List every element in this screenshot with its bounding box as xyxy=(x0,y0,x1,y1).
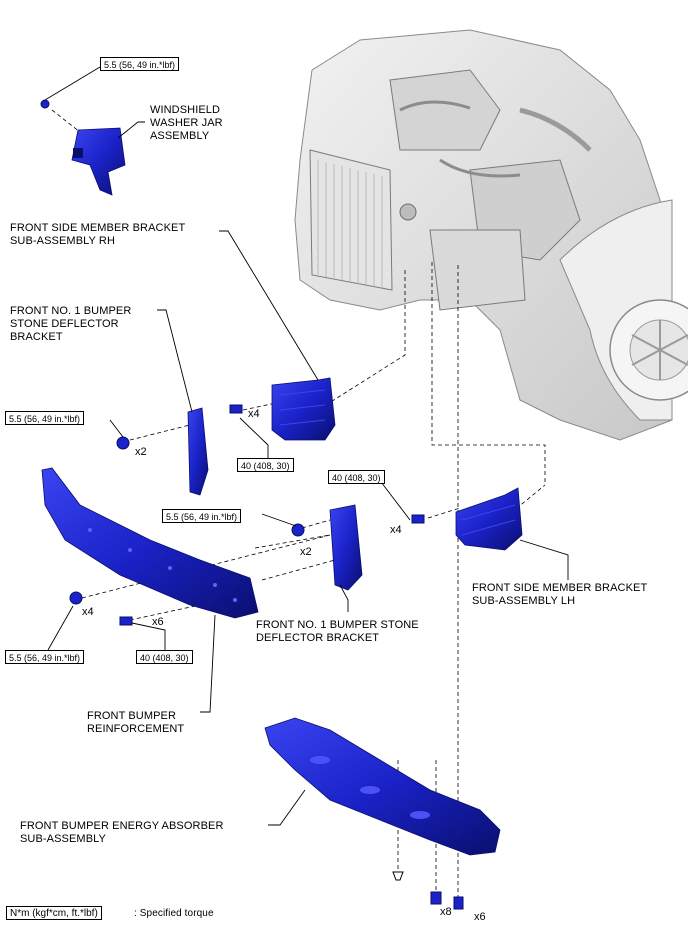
label-line: WASHER JAR xyxy=(150,117,223,129)
label-line: FRONT SIDE MEMBER BRACKET xyxy=(472,582,648,594)
label-washer-jar: WINDSHIELD WASHER JAR ASSEMBLY xyxy=(150,104,223,143)
torque-box-lh-bracket: 40 (408, 30) xyxy=(328,470,385,484)
qty-deflector-mid: x2 xyxy=(300,546,312,558)
torque-box-reinforcement-bolt: 40 (408, 30) xyxy=(136,650,193,664)
label-line: SUB-ASSEMBLY xyxy=(20,833,106,845)
energy-absorber-part xyxy=(264,717,501,856)
label-line: FRONT NO. 1 BUMPER xyxy=(10,305,132,317)
label-line: SUB-ASSEMBLY LH xyxy=(472,595,576,607)
label-line: FRONT BUMPER xyxy=(87,710,177,722)
qty-reinforcement-nut: x4 xyxy=(82,606,94,618)
reinforcement-nut xyxy=(69,591,83,605)
leader-lines xyxy=(44,66,569,826)
label-line: REINFORCEMENT xyxy=(87,723,185,735)
deflector-mid-nut xyxy=(291,523,305,537)
qty-reinforcement-bolt: x6 xyxy=(152,616,164,628)
label-energy-absorber: FRONT BUMPER ENERGY ABSORBER SUB-ASSEMBL… xyxy=(20,820,224,846)
label-line: FRONT SIDE MEMBER BRACKET xyxy=(10,222,186,234)
torque-box-reinforcement-nut: 5.5 (56, 49 in.*lbf) xyxy=(5,650,85,664)
qty-absorber-clip: x6 xyxy=(474,911,486,923)
stone-deflector-bracket-lower-part xyxy=(329,504,363,591)
absorber-small-clip xyxy=(392,871,404,881)
label-line: STONE DEFLECTOR xyxy=(10,318,119,330)
label-side-member-lh: FRONT SIDE MEMBER BRACKET SUB-ASSEMBLY L… xyxy=(472,582,647,608)
front-bumper-reinforcement-part xyxy=(41,467,259,619)
side-member-bracket-rh-part xyxy=(271,377,336,441)
rh-bracket-bolt xyxy=(229,404,243,414)
washer-jar-assembly xyxy=(71,127,126,196)
torque-box-washer-jar: 5.5 (56, 49 in.*lbf) xyxy=(100,57,180,71)
absorber-clip xyxy=(453,896,464,910)
label-side-member-rh: FRONT SIDE MEMBER BRACKET SUB-ASSEMBLY R… xyxy=(10,222,185,248)
torque-box-deflector-mid: 5.5 (56, 49 in.*lbf) xyxy=(162,509,242,523)
lh-bracket-bolt xyxy=(411,514,425,524)
alignment-lines xyxy=(51,109,546,900)
side-member-bracket-lh-part xyxy=(455,487,523,551)
qty-lh-bolt: x4 xyxy=(390,524,402,536)
qty-rh-bolt: x4 xyxy=(248,408,260,420)
reinforcement-bolt xyxy=(119,616,133,626)
label-line: BRACKET xyxy=(10,331,63,343)
qty-deflector-left: x2 xyxy=(135,446,147,458)
label-stone-deflector-upper: FRONT NO. 1 BUMPER STONE DEFLECTOR BRACK… xyxy=(10,305,131,344)
legend-text: : Specified torque xyxy=(134,908,214,919)
label-line: DEFLECTOR BRACKET xyxy=(256,632,380,644)
torque-box-deflector-left: 5.5 (56, 49 in.*lbf) xyxy=(5,411,85,425)
label-line: SUB-ASSEMBLY RH xyxy=(10,235,116,247)
torque-box-rh-bracket: 40 (408, 30) xyxy=(237,458,294,472)
legend-unit-box: N*m (kgf*cm, ft.*lbf) xyxy=(6,906,102,920)
label-reinforcement: FRONT BUMPER REINFORCEMENT xyxy=(87,710,184,736)
label-line: ASSEMBLY xyxy=(150,130,210,142)
washer-jar-nut xyxy=(40,99,50,109)
stone-deflector-bracket-upper-part xyxy=(187,407,209,496)
label-line: WINDSHIELD xyxy=(150,104,221,116)
label-line: FRONT NO. 1 BUMPER STONE xyxy=(256,619,419,631)
deflector-left-nut xyxy=(116,436,130,450)
qty-absorber-bolt: x8 xyxy=(440,906,452,918)
label-stone-deflector-lower: FRONT NO. 1 BUMPER STONE DEFLECTOR BRACK… xyxy=(256,619,419,645)
engine-compartment xyxy=(294,29,688,441)
label-line: FRONT BUMPER ENERGY ABSORBER xyxy=(20,820,224,832)
absorber-bolt xyxy=(430,891,442,905)
